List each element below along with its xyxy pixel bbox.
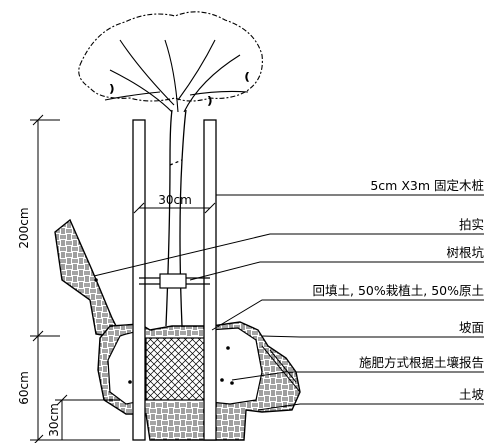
root-ball	[145, 337, 209, 401]
wooden-stakes	[132, 119, 217, 441]
slope-face-lines	[261, 345, 301, 393]
label-stake: 5cm X3m 固定木桩	[370, 178, 484, 193]
label-root-pit: 树根坑	[446, 245, 484, 260]
tree-trunk	[165, 109, 187, 327]
dim-height-above: 200cm	[17, 207, 31, 248]
stake-right	[203, 119, 217, 441]
label-fertilize: 施肥方式根据土壤报告	[359, 355, 484, 370]
label-slope-face: 坡面	[459, 320, 484, 335]
tie-band	[139, 273, 210, 289]
dim-height-below: 60cm	[17, 371, 31, 405]
label-tamp: 拍实	[459, 217, 484, 232]
dim-stake-spacing: 30cm	[158, 193, 192, 207]
leader-lines	[93, 194, 484, 411]
label-backfill: 回填土, 50%栽植土, 50%原土	[313, 283, 484, 298]
dimension-lines	[30, 114, 216, 443]
tree-canopy: ) ) (	[78, 11, 263, 113]
stake-left	[132, 119, 146, 441]
soil-slope	[54, 218, 301, 441]
svg-text:(: (	[245, 72, 249, 83]
dim-depth-small: 30cm	[47, 403, 61, 437]
svg-text:): )	[208, 96, 212, 107]
svg-text:): )	[110, 84, 114, 95]
label-soil-slope: 土坡	[459, 387, 485, 402]
